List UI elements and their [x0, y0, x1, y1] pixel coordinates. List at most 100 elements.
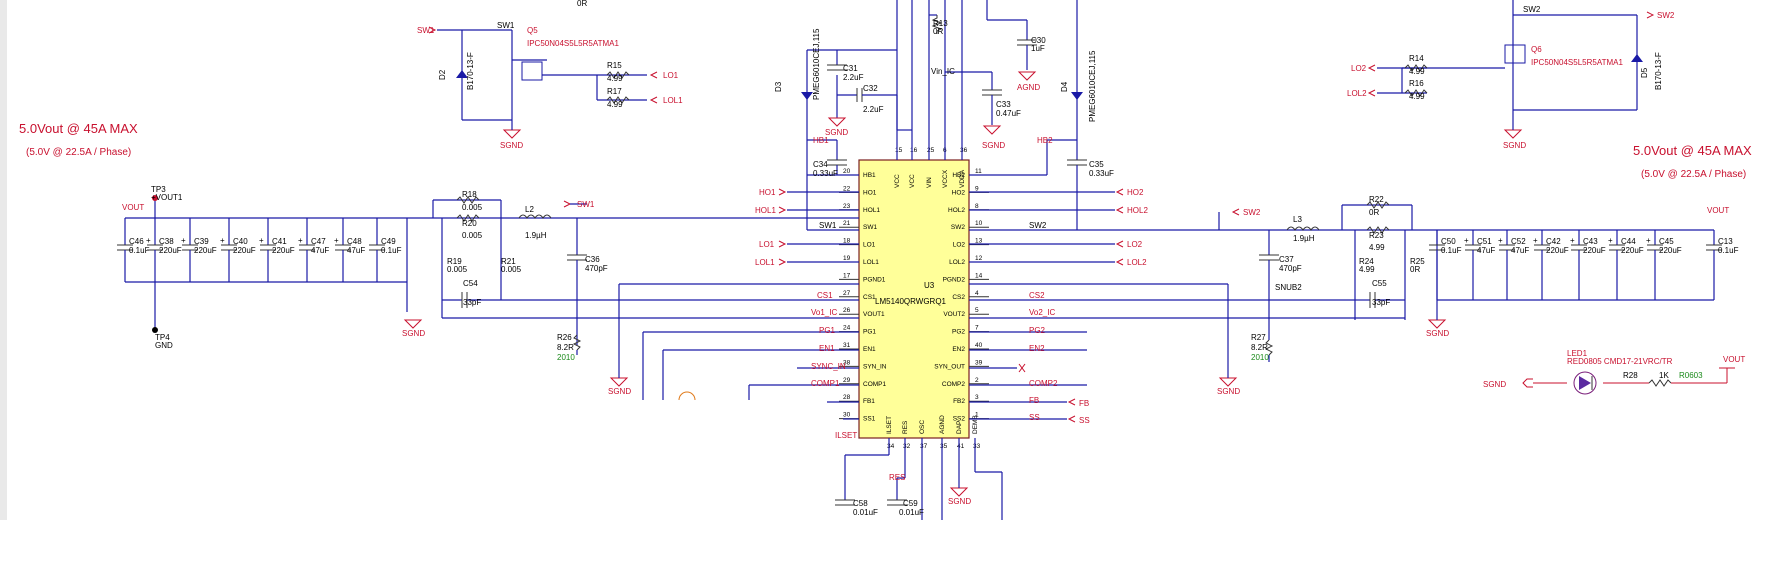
q6-mosfet-group	[1367, 0, 1655, 130]
ic-pin-number: 15	[895, 147, 903, 154]
cap-value: 0.1uF	[129, 246, 150, 255]
ic-pin-number: 9	[975, 185, 979, 192]
cap-polarity: +	[1570, 236, 1575, 245]
net-hol2: HOL2	[1127, 206, 1148, 215]
label-r26-val: 8.2R	[557, 343, 574, 352]
ic-pin-number: 30	[843, 412, 851, 419]
label-q6-part: IPC50N04S5L5R5ATMA1	[1531, 58, 1623, 67]
ic-pin-name: VCCX	[942, 169, 949, 188]
ic-pin-name: DAP	[956, 421, 963, 434]
net-ss-b: SS	[1079, 416, 1090, 425]
cap-value: 0.1uF	[381, 246, 402, 255]
cap-ref: C40	[233, 237, 248, 246]
ic-pin-number: 32	[903, 443, 911, 450]
label-c58-val: 0.01uF	[853, 508, 878, 517]
cap-value: 0.1uF	[1718, 246, 1739, 255]
label-top-left-fragment: 0R	[577, 0, 587, 8]
gnd-label-agnd: AGND	[1017, 83, 1040, 92]
label-r26-ref: R26	[557, 333, 572, 342]
schematic-canvas[interactable]: 5.0Vout @ 45A MAX (5.0V @ 22.5A / Phase)…	[7, 0, 1765, 520]
label-q5-ref: Q5	[527, 26, 538, 35]
cap-value: 220uF	[159, 246, 182, 255]
ic-pin-name: VDDA	[959, 169, 966, 188]
label-r20-val: 0.005	[462, 231, 483, 240]
label-d3-ref: D3	[774, 81, 783, 92]
ic-pin-name: SW2	[951, 224, 965, 231]
ic-pin-name: ILSET	[886, 416, 893, 434]
label-q6-ref: Q6	[1531, 45, 1542, 54]
ic-pin-name: SW1	[863, 224, 877, 231]
gnd-label-3: SGND	[500, 141, 523, 150]
net-hol1: HOL1	[755, 206, 776, 215]
ic-pin-number: 25	[927, 147, 935, 154]
label-r25-val: 0R	[1410, 265, 1420, 274]
label-tp4: TP4	[155, 333, 170, 342]
net-cs2: CS2	[1029, 291, 1045, 300]
cap-value: 47uF	[1511, 246, 1529, 255]
label-r20-ref: R20	[462, 219, 477, 228]
net-res: RES	[889, 473, 905, 482]
net-hb2: HB2	[1037, 136, 1053, 145]
net-lo1-b: LO1	[759, 240, 775, 249]
net-sync-in: SYNC_IN	[811, 362, 846, 371]
ic-pin-number: 36	[960, 147, 968, 154]
cap-ref: C43	[1583, 237, 1598, 246]
label-r27-ref: R27	[1251, 333, 1266, 342]
label-d2-part: B170-13-F	[466, 52, 475, 90]
label-c35-ref: C35	[1089, 160, 1104, 169]
cap-value: 220uF	[1621, 246, 1644, 255]
label-r13-ref: R13	[933, 19, 948, 28]
label-c59-val: 0.01uF	[899, 508, 924, 517]
cap-value: 220uF	[233, 246, 256, 255]
net-lo2-a: LO2	[1351, 64, 1367, 73]
gnd-label-7: SGND	[1217, 387, 1240, 396]
ic-pin-name: HOL2	[948, 207, 965, 214]
label-r22-ref: R19	[447, 257, 462, 266]
ic-pin-name: CS1	[863, 294, 876, 301]
label-l3-ref: L3	[1293, 215, 1302, 224]
ic-pin-name: HB1	[863, 172, 876, 179]
label-r22-val: 0.005	[447, 265, 468, 274]
net-vout-led: VOUT	[1723, 355, 1745, 364]
ic-pin-number: 16	[910, 147, 918, 154]
gnd-label-1: SGND	[825, 128, 848, 137]
cap-ref: C39	[194, 237, 209, 246]
left-output-network	[125, 195, 859, 378]
vcc-network	[806, 0, 1078, 160]
left-output-title: 5.0Vout @ 45A MAX	[19, 121, 138, 136]
ic-pin-name: COMP1	[863, 381, 887, 388]
label-d4-ref: D4	[1060, 81, 1069, 92]
label-c59-ref: C59	[903, 499, 918, 508]
cap-polarity: +	[1498, 236, 1503, 245]
right-capacitor-bank: C500.1uF+C5147uF+C5247uF+C42220uF+C43220…	[1429, 230, 1739, 300]
ic-pin-number: 24	[843, 325, 851, 332]
label-r23-ref: R21	[501, 257, 516, 266]
ic-pin-number: 37	[920, 443, 928, 450]
gnd-label-6: SGND	[608, 387, 631, 396]
ic-pin-name: RES	[902, 420, 909, 434]
label-r28-val: 1K	[1659, 371, 1669, 380]
label-r17-val: 4.99	[607, 100, 623, 109]
label-d2-ref: D2	[438, 69, 447, 80]
cap-value: 220uF	[272, 246, 295, 255]
net-snub2: SNUB2	[1275, 283, 1302, 292]
ic-pin-name: PGND1	[863, 276, 886, 283]
cap-ref: C50	[1441, 237, 1456, 246]
net-ss-a: SS	[1029, 413, 1040, 422]
lm5140-ic-body[interactable]	[858, 159, 970, 439]
label-c55-val: 33pF	[1372, 298, 1390, 307]
net-vo2-ic: Vo2_IC	[1029, 308, 1055, 317]
net-fb-b: FB	[1079, 399, 1089, 408]
net-lol2-b: LOL2	[1127, 258, 1147, 267]
label-c33-val: 0.47uF	[996, 109, 1021, 118]
gnd-label-5: SGND	[402, 329, 425, 338]
gnd-label-led: SGND	[1483, 380, 1506, 389]
ic-pin-number: 31	[843, 342, 851, 349]
ic-pin-name: AGND	[939, 415, 946, 434]
ic-pin-name: OSC	[919, 420, 926, 434]
ic-pin-name: COMP2	[942, 381, 966, 388]
ic-pin-name: PG1	[863, 329, 876, 336]
ic-pin-number: 14	[975, 272, 983, 279]
net-en2: EN2	[1029, 344, 1045, 353]
ic-pin-number: 11	[975, 168, 982, 175]
